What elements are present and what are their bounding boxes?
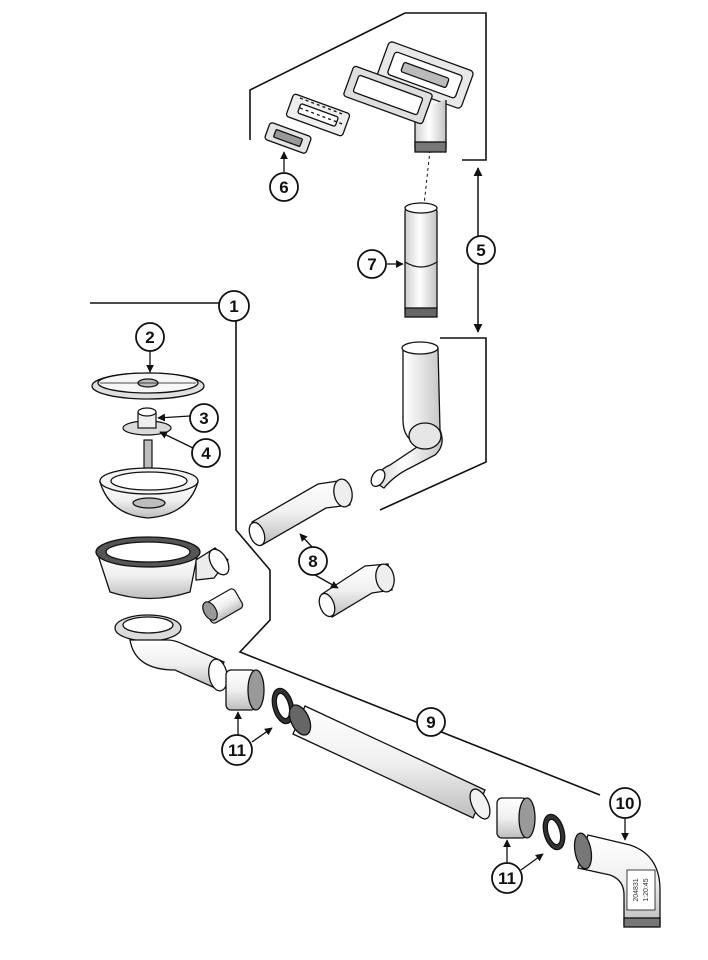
- nut-washer-right: [496, 797, 566, 851]
- callout-2-label: 2: [145, 328, 154, 347]
- callout-10: 10: [609, 787, 641, 819]
- end-elbow-part-10: [573, 832, 661, 928]
- overflow-connector: [202, 588, 244, 624]
- callout-1-label: 1: [229, 297, 238, 316]
- tapered-adapters-part-8: [248, 478, 395, 618]
- strainer-cover-part-2: [91, 372, 205, 400]
- overflow-group-bracket: [249, 12, 487, 511]
- callout-7-label: 7: [367, 255, 376, 274]
- callout-7: 7: [357, 249, 387, 279]
- callout-8-label: 8: [308, 552, 317, 571]
- callout-6-label: 6: [279, 178, 288, 197]
- overflow-elbow: [370, 341, 443, 489]
- callout-11-right-label: 11: [498, 869, 516, 888]
- callout-4: 4: [191, 438, 221, 468]
- callout-9-label: 9: [426, 713, 435, 732]
- callout-leaders: [146, 151, 629, 871]
- callout-10-label: 10: [616, 794, 635, 813]
- dashed-axis-line: [423, 149, 431, 206]
- callout-5-label: 5: [476, 241, 485, 260]
- callout-11-right: 11: [491, 862, 523, 894]
- callout-1: 1: [218, 290, 250, 322]
- callout-5: 5: [466, 235, 496, 265]
- callout-4-label: 4: [201, 444, 211, 463]
- callout-11-left: 11: [221, 734, 253, 766]
- overflow-faceplate-assembly: [264, 41, 474, 154]
- connecting-pipe-part-9: [288, 704, 491, 820]
- basket-strainer: [99, 467, 199, 519]
- overflow-tube-part-7: [404, 202, 438, 318]
- stopper-part-3-4: [122, 407, 172, 469]
- callout-9: 9: [416, 707, 446, 737]
- callout-3-label: 3: [199, 409, 208, 428]
- waste-body: [95, 536, 230, 600]
- callout-2: 2: [135, 322, 165, 352]
- elbow-marking-line1: 204831: [633, 878, 640, 901]
- callout-8: 8: [298, 546, 328, 576]
- waste-group-bracket: [90, 302, 601, 796]
- callout-11-left-label: 11: [228, 741, 246, 760]
- callout-6: 6: [269, 172, 299, 202]
- elbow-marking-line2: 1:20:45: [643, 878, 650, 901]
- elbow-marking: 204831 1:20:45: [633, 878, 650, 901]
- callout-3: 3: [189, 403, 219, 433]
- trap-outlet: [114, 614, 228, 692]
- nut-washer-left: [225, 669, 295, 725]
